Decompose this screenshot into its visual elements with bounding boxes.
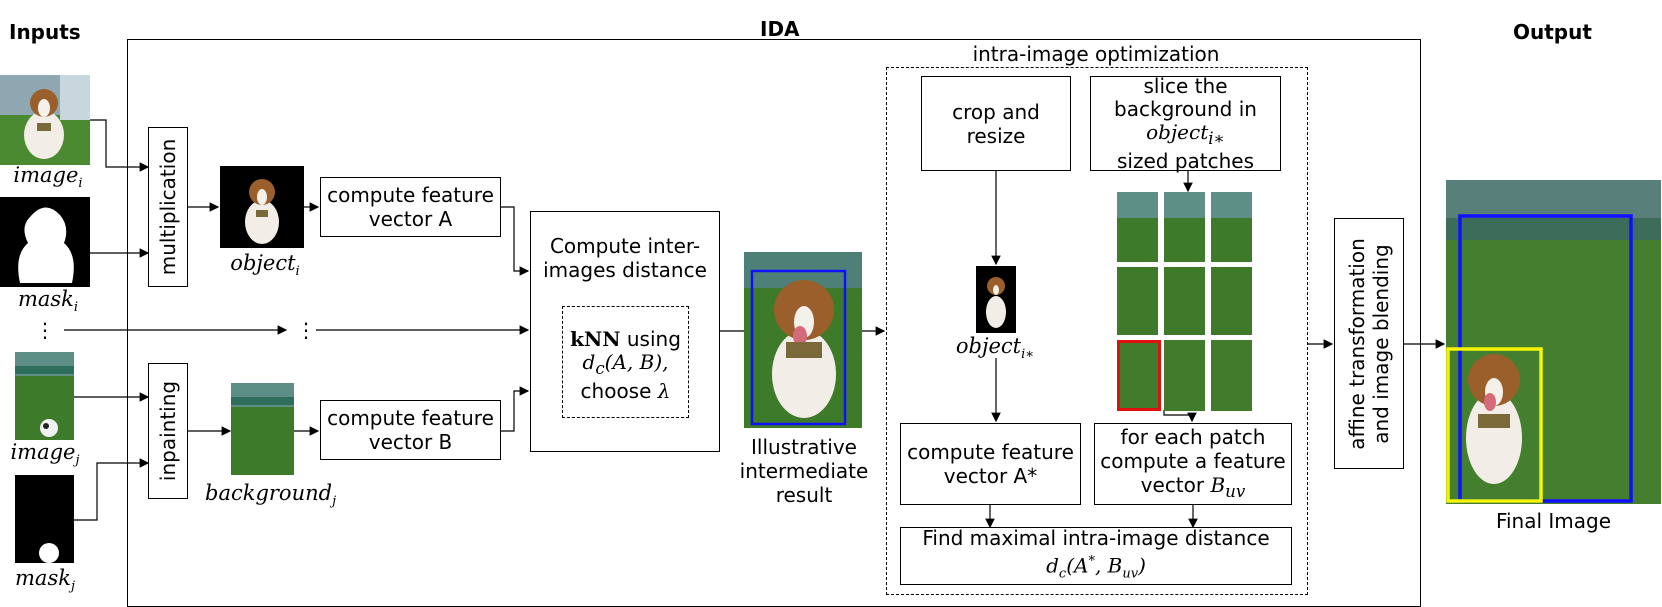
patch-2-1 [1117,267,1158,335]
feature-a-line2: vector A [368,207,453,231]
distance-title: Compute inter- images distance [543,234,707,282]
background-j-label: backgroundj [205,481,337,510]
knn-box [562,306,689,418]
object-i-star-image [976,266,1016,333]
intra-title: intra-image optimization [972,42,1220,66]
ida-header: IDA [760,17,800,41]
mask-i-label: maski [17,287,79,316]
illustrative-result-image [744,252,862,428]
compute-feature-a-box: compute feature vector A [320,177,501,237]
inputs-ellipsis: ⋮ [35,318,55,342]
feature-a-line1: compute feature [327,183,494,207]
selected-patch-outline [1117,340,1161,411]
inputs-header: Inputs [9,20,81,44]
output-header: Output [1513,20,1592,44]
multiplication-label: multiplication [156,138,181,276]
patch-2-2 [1164,267,1205,335]
inpainting-box: inpainting [148,363,188,499]
final-image [1446,180,1661,504]
patch-feature-box: for each patch compute a feature vector … [1094,423,1292,505]
input-image-i [0,75,90,165]
illustrative-caption: Illustrative intermediate result [739,435,869,507]
patch-2-3 [1211,267,1252,335]
feature-b-line2: vector B [368,430,453,454]
final-image-caption: Final Image [1495,509,1612,533]
intra-optimization-box [886,67,1308,595]
input-mask-i [0,197,90,287]
object-i-label: objecti [230,251,300,280]
find-formula: dc(A*, Buv) [1046,553,1146,582]
compute-feature-b-box: compute feature vector B [320,400,501,460]
object-i-image [220,166,304,248]
inter-image-distance-box: Compute inter- images distance kNN using… [530,211,720,452]
compute-feature-astar-box: compute feature vector A* [900,423,1081,505]
patch-3-1 [1117,340,1158,411]
image-j-label: imagej [10,440,80,469]
affine-label: affine transformation and image blending [1345,237,1394,450]
slice-background-box: slice the background in objecti∗ sized p… [1090,74,1281,172]
input-image-j [15,352,74,440]
patch-3-3 [1211,340,1252,411]
affine-blending-box: affine transformation and image blending [1334,218,1404,469]
knn-text: kNN using dc(A, B), choose λ [570,327,681,403]
background-j-image [231,383,294,475]
image-i-label: imagei [13,163,83,192]
feature-b-line1: compute feature [327,406,494,430]
input-mask-j [15,475,74,563]
find-maximal-distance-box: Find maximal intra-image distance dc(A*,… [900,526,1292,585]
object-i-star-label: objecti∗ [955,334,1035,363]
patch-3-2 [1164,340,1205,411]
background-patch-grid [1117,192,1252,411]
crop-resize-box: crop and resize [921,76,1071,171]
middle-ellipsis: ⋮ [296,318,316,342]
inpainting-label: inpainting [156,380,180,482]
mask-j-label: maskj [15,566,75,595]
multiplication-box: multiplication [148,127,188,287]
